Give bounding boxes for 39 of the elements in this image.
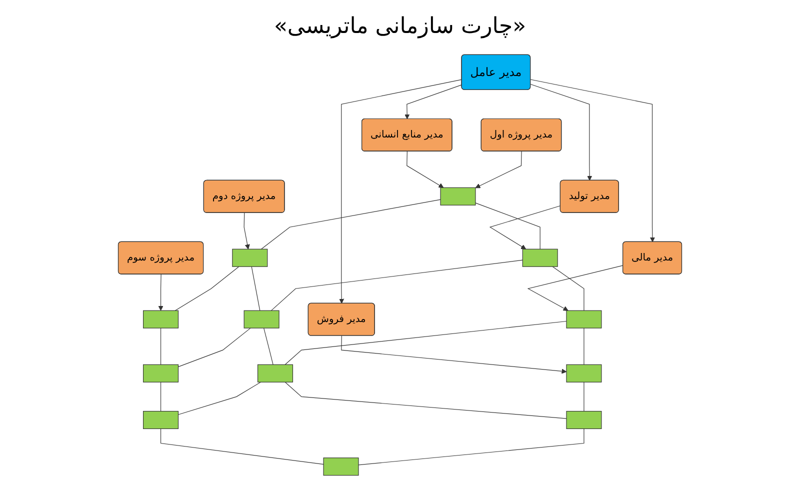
connector [264, 328, 274, 365]
node-box [566, 310, 602, 328]
arrow [404, 84, 462, 120]
node-box [440, 187, 476, 206]
connector [552, 266, 584, 311]
connector [160, 328, 162, 365]
arrow [530, 79, 656, 242]
node-box [232, 248, 268, 267]
arrow [530, 84, 592, 181]
arrow [339, 79, 462, 304]
diagram-title: «چارت سازمانی ماتریسی» [272, 14, 528, 39]
node-box [143, 364, 179, 382]
connector [358, 428, 584, 466]
node-box [143, 310, 179, 328]
connector [270, 260, 523, 311]
node-box [522, 248, 558, 267]
connector [260, 199, 441, 250]
node-box [257, 364, 294, 382]
node-box [143, 410, 179, 430]
arrow [527, 265, 624, 311]
connector [251, 266, 260, 311]
connector [160, 382, 162, 412]
connector [160, 428, 324, 465]
arrow [406, 151, 444, 188]
node-box [566, 410, 602, 430]
arrow [158, 274, 164, 311]
node-box [566, 364, 602, 382]
connector [178, 328, 251, 368]
node-box [323, 458, 359, 476]
connector [174, 266, 240, 311]
connector [178, 382, 262, 415]
connector [284, 382, 567, 419]
arrow [341, 336, 567, 374]
node-box [244, 310, 280, 328]
connector [284, 320, 567, 365]
arrow [475, 151, 522, 188]
connector [475, 202, 540, 250]
arrow [244, 212, 250, 250]
arrow [489, 205, 561, 250]
